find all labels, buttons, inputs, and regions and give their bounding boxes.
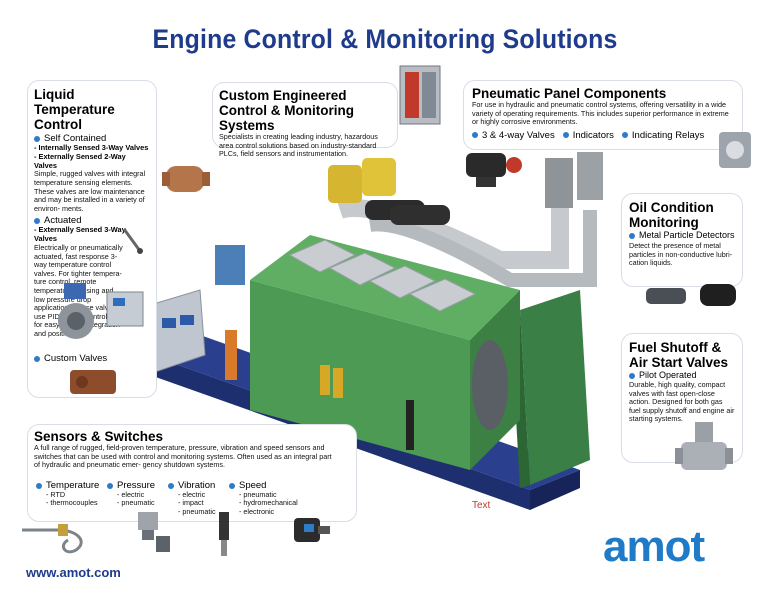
amot-logo: amot xyxy=(603,522,705,571)
ext3-label: - Externally Sensed 3-Way Valves xyxy=(34,225,126,244)
bullet-icon xyxy=(34,355,40,362)
sensors-heading: Sensors & Switches xyxy=(34,429,164,444)
fuel-heading: Fuel Shutoff & Air Start Valves xyxy=(629,340,729,370)
pneumatic-item-indicators: Indicators xyxy=(572,129,614,141)
sensors-panel: Sensors & Switches A full range of rugge… xyxy=(27,424,357,522)
bullet-icon xyxy=(34,135,40,142)
temperature-sensor-image xyxy=(22,524,83,554)
sensors-desc: A full range of rugged, field-proven tem… xyxy=(34,443,332,470)
sensor-col-item: - pneumatic xyxy=(117,498,155,508)
sensor-col-item: - electronic xyxy=(239,506,275,516)
pneumatic-heading: Pneumatic Panel Components xyxy=(472,86,667,101)
bullet-icon xyxy=(229,482,235,489)
fuel-item: Pilot Operated xyxy=(639,370,697,380)
sensor-col-name: Pressure xyxy=(117,480,156,491)
pneumatic-valve-image xyxy=(466,153,522,187)
bullet-icon xyxy=(629,372,635,379)
pneumatic-desc: For use in hydraulic and pneumatic contr… xyxy=(472,100,729,127)
controller-image xyxy=(106,291,144,327)
sensor-col-vibration: Vibration - electric - impact - pneumati… xyxy=(168,480,216,516)
thermostatic-valve-image xyxy=(162,166,210,192)
bullet-icon xyxy=(621,132,628,139)
oil-item: Metal Particle Detectors xyxy=(639,230,735,240)
sensor-col-item: - impact xyxy=(178,498,204,508)
sensor-col-speed: Speed - pneumatic - hydromechanical - el… xyxy=(229,480,298,516)
metal-particle-detector-image xyxy=(646,284,736,306)
sensor-col-item: - thermocouples xyxy=(46,498,98,508)
indicator-image xyxy=(719,132,751,168)
pneumatic-item-relays: Indicating Relays xyxy=(631,129,705,141)
speed-sensor-image xyxy=(294,518,330,542)
custom-valve-image xyxy=(70,370,116,394)
pneumatic-item-valves: 3 & 4-way Valves xyxy=(482,129,555,141)
sensor-col-pressure: Pressure - electric - pneumatic xyxy=(107,480,155,508)
website-url[interactable]: www.amot.com xyxy=(26,565,121,580)
sensor-col-item: - electric xyxy=(178,490,206,499)
actuated-label: Actuated xyxy=(44,215,82,227)
sensor-col-name: Temperature xyxy=(46,480,100,491)
self-contained-label: Self Contained xyxy=(44,133,107,144)
sensor-col-name: Vibration xyxy=(178,480,216,491)
sensor-col-item: - pneumatic xyxy=(239,490,277,499)
oil-heading: Oil Condition Monitoring xyxy=(629,200,714,230)
bullet-icon xyxy=(34,217,40,224)
sensor-col-item: - RTD xyxy=(46,490,66,499)
bullet-icon xyxy=(562,132,569,139)
actuated-valve-image xyxy=(58,283,94,339)
custom-eng-desc: Specialists in creating leading industry… xyxy=(219,132,378,159)
bullet-icon xyxy=(36,482,42,489)
oil-condition-panel: Oil Condition Monitoring Metal Particle … xyxy=(621,193,743,287)
bullet-icon xyxy=(107,482,113,489)
external-label: - Externally Sensed 2-Way Valves xyxy=(34,151,126,170)
custom-eng-heading: Custom Engineered Control & Monitoring S… xyxy=(219,88,354,133)
fuel-shutoff-panel: Fuel Shutoff & Air Start Valves Pilot Op… xyxy=(621,333,743,463)
fuel-desc: Durable, high quality, compact valves wi… xyxy=(629,380,735,424)
fuel-valve-image xyxy=(675,422,733,470)
sensor-col-item: - hydromechanical xyxy=(239,498,298,508)
oil-desc: Detect the presence of metal particles i… xyxy=(629,241,733,268)
sensor-col-item: - pneumatic xyxy=(178,506,216,516)
pneumatic-panel: Pneumatic Panel Components For use in hy… xyxy=(463,80,743,150)
sensor-col-name: Speed xyxy=(239,480,267,491)
sensor-col-temperature: Temperature - RTD - thermocouples xyxy=(36,480,99,508)
control-cabinet-image xyxy=(399,65,441,125)
custom-valves-label: Custom Valves xyxy=(44,353,108,364)
bullet-icon xyxy=(629,232,635,239)
image-label: Text xyxy=(472,500,491,511)
vibration-sensor-image xyxy=(219,512,229,556)
bullet-icon xyxy=(472,132,478,139)
custom-engineered-panel: Custom Engineered Control & Monitoring S… xyxy=(212,82,398,158)
page-title: Engine Control & Monitoring Solutions xyxy=(152,24,618,54)
sensor-col-item: - electric xyxy=(117,490,145,499)
self-contained-desc: Simple, rugged valves with integral temp… xyxy=(34,169,146,213)
liquid-heading: Liquid Temperature Control xyxy=(34,87,115,132)
pressure-switch-image xyxy=(138,512,170,552)
sensor-probe-image xyxy=(122,228,143,254)
bullet-icon xyxy=(168,482,174,489)
internal-label: - Internally Sensed 3-Way Valves xyxy=(34,143,149,152)
